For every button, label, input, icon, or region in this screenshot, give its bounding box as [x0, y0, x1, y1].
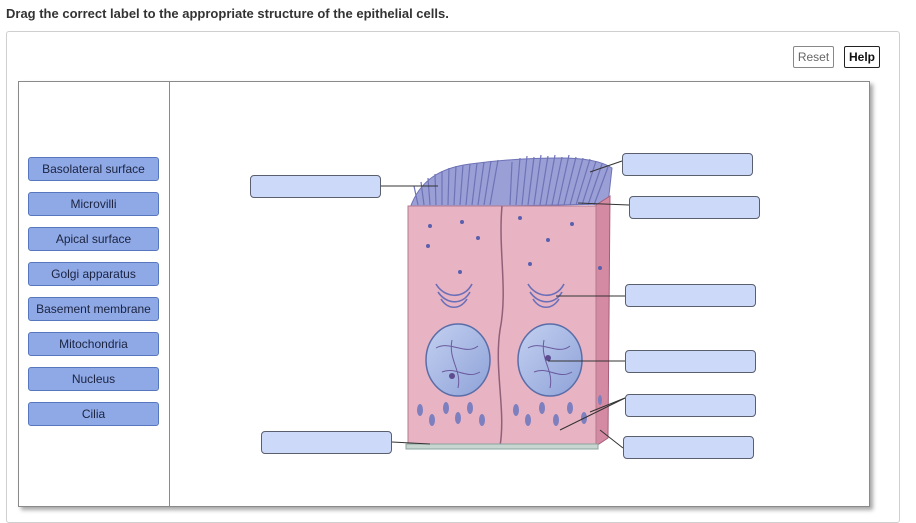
drop-target-5[interactable]	[625, 350, 756, 373]
drop-target-1[interactable]	[250, 175, 381, 198]
reset-button[interactable]: Reset	[793, 46, 834, 68]
label-chip-basolateral-surface[interactable]: Basolateral surface	[28, 157, 159, 181]
label-bank-divider	[169, 81, 170, 506]
label-chip-cilia[interactable]: Cilia	[28, 402, 159, 426]
drop-target-8[interactable]	[261, 431, 392, 454]
label-chip-basement-membrane[interactable]: Basement membrane	[28, 297, 159, 321]
label-chip-nucleus[interactable]: Nucleus	[28, 367, 159, 391]
label-chip-mitochondria[interactable]: Mitochondria	[28, 332, 159, 356]
leader-lines	[381, 160, 630, 449]
label-chip-apical-surface[interactable]: Apical surface	[28, 227, 159, 251]
label-chip-golgi-apparatus[interactable]: Golgi apparatus	[28, 262, 159, 286]
microvilli-fringe	[409, 154, 613, 209]
instruction-text: Drag the correct label to the appropriat…	[6, 6, 449, 21]
help-button[interactable]: Help	[844, 46, 880, 68]
nucleus-right	[517, 323, 583, 397]
drop-target-7[interactable]	[623, 436, 754, 459]
label-chip-microvilli[interactable]: Microvilli	[28, 192, 159, 216]
golgi-apparatus	[435, 283, 565, 309]
nucleus-left	[425, 323, 491, 397]
drop-target-2[interactable]	[622, 153, 753, 176]
drop-target-3[interactable]	[629, 196, 760, 219]
drop-target-6[interactable]	[625, 394, 756, 417]
drop-target-4[interactable]	[625, 284, 756, 307]
cell-block	[405, 195, 611, 450]
vesicles	[426, 216, 602, 274]
